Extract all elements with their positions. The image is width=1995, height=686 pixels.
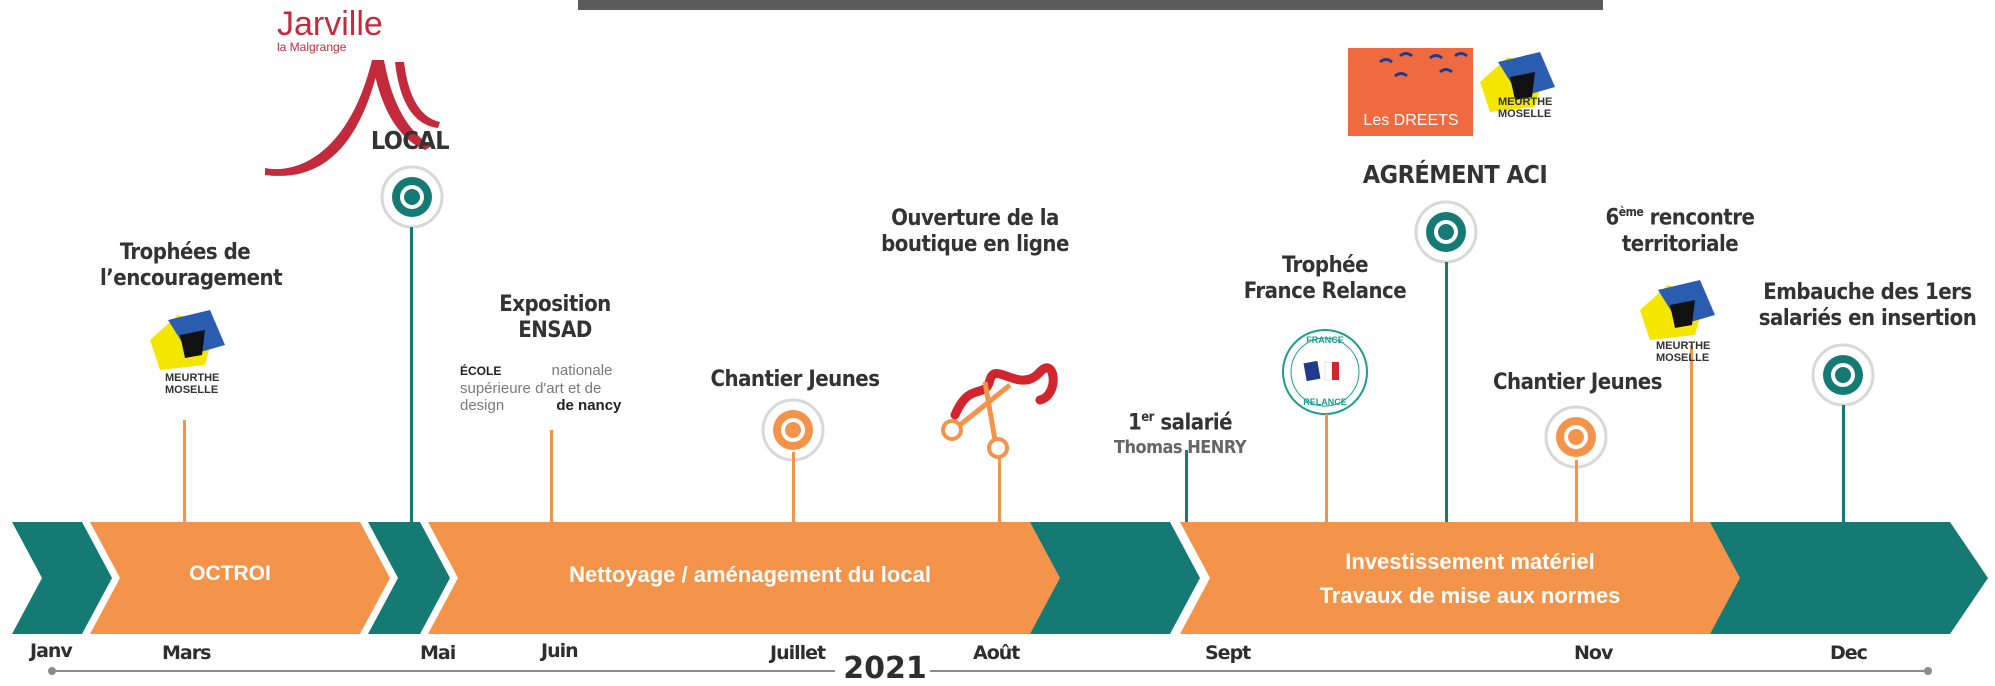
event-chantier-nov: Chantier Jeunes	[1492, 370, 1663, 395]
meurthe-logo-3	[1640, 280, 1715, 340]
month-mars: Mars	[162, 642, 211, 664]
stem-salarie	[1185, 450, 1188, 522]
dreets-logo-text: Les DREETS	[1363, 112, 1459, 129]
event-exposition: Exposition ENSAD	[499, 292, 611, 344]
stem-france-relance	[1325, 414, 1328, 522]
phase-nettoyage: Nettoyage / aménagement du local	[569, 562, 931, 587]
ensad-logo: ÉCOLE nationale supérieure d'art et de d…	[460, 362, 622, 414]
stem-boutique	[998, 458, 1001, 522]
france-relance-text: FRANCE RELANCE	[1303, 335, 1347, 407]
stem-embauche	[1842, 405, 1845, 522]
month-sept: Sept	[1205, 642, 1251, 664]
meurthe-logo-2	[1480, 52, 1555, 112]
month-juillet: Juillet	[770, 642, 826, 664]
month-aout: Août	[973, 642, 1020, 664]
marker-local	[380, 165, 444, 229]
stem-chantier-nov	[1575, 460, 1578, 522]
event-agrement: AGRÉMENT ACI	[1362, 160, 1548, 189]
event-trophees: Trophées de l’encouragement	[100, 240, 283, 292]
event-boutique: Ouverture de la boutique en ligne	[881, 206, 1069, 258]
band-teal-end	[1710, 522, 1988, 634]
stem-expo	[550, 430, 553, 522]
month-juin: Juin	[541, 640, 579, 662]
stem-trophees	[183, 420, 186, 522]
band-orange-nettoyage	[428, 522, 1080, 634]
marker-chantier-nov	[1544, 405, 1608, 469]
event-embauche: Embauche des 1ers salariés en insertion	[1758, 280, 1977, 332]
marker-agrement	[1414, 200, 1478, 264]
event-trophee-france-relance: Trophée France Relance	[1243, 253, 1407, 305]
event-salarie: 1er salarié Thomas HENRY	[1113, 410, 1247, 458]
month-nov: Nov	[1574, 642, 1613, 664]
phase-octroi: OCTROI	[189, 562, 271, 585]
stem-rencontre	[1690, 345, 1693, 522]
stem-agrement	[1445, 262, 1448, 522]
event-local: LOCAL	[370, 126, 450, 155]
month-dec: Dec	[1830, 642, 1868, 664]
event-chantier-juillet: Chantier Jeunes	[710, 367, 880, 392]
scissors-ribbon-icon	[941, 363, 1058, 459]
stem-local	[410, 227, 413, 522]
event-rencontre: 6ème rencontre territoriale	[1605, 205, 1755, 257]
band-teal-janv	[12, 522, 112, 634]
year-label: 2021	[843, 651, 927, 686]
stem-chantier-juillet	[792, 452, 795, 522]
phase-investissement: Investissement matériel Travaux de mise …	[1319, 549, 1621, 608]
meurthe-logo-1	[150, 310, 225, 370]
month-janv: Janv	[30, 640, 73, 662]
dreets-logo-bg	[1348, 48, 1473, 136]
month-mai: Mai	[420, 642, 456, 664]
band-teal-mai	[368, 522, 450, 634]
band-orange-investissement	[1180, 522, 1755, 634]
marker-embauche	[1811, 343, 1875, 407]
jarville-logo-mark	[265, 60, 440, 176]
jarville-logo-text: Jarville la Malgrange	[277, 5, 383, 54]
band-teal-aout	[1030, 522, 1200, 634]
marker-chantier-juillet	[761, 398, 825, 462]
band-orange-octroi	[90, 522, 390, 634]
top-banner-bar	[578, 0, 1603, 10]
france-relance-logo	[1282, 329, 1368, 415]
